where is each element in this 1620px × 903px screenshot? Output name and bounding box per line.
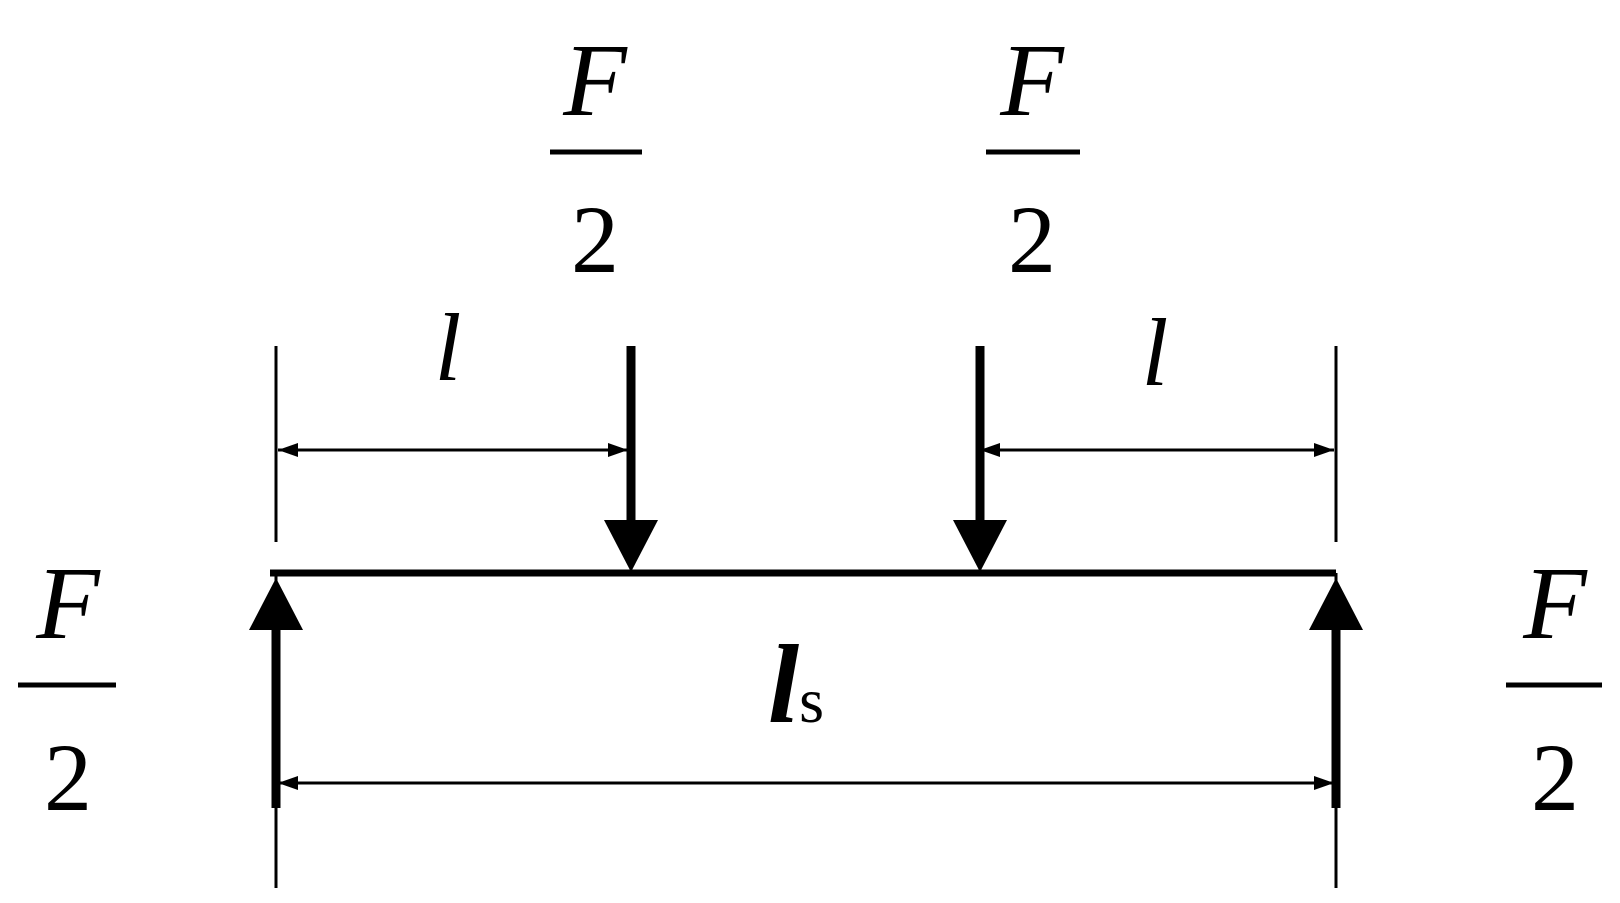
load-arrow-right [953, 346, 1007, 572]
load-numerator: F [999, 23, 1065, 138]
dimension-label-right-l: l [1142, 299, 1169, 406]
reaction-denominator: 2 [1531, 724, 1579, 831]
span-subscript: s [799, 665, 824, 736]
load-denominator: 2 [1008, 186, 1056, 293]
load-label-left-top: F 2 [550, 23, 642, 293]
load-numerator: F [562, 23, 628, 138]
reaction-numerator: F [35, 546, 101, 661]
reaction-label-right: F 2 [1506, 546, 1602, 831]
dimension-label-left-l: l [435, 294, 462, 401]
span-label: ls [768, 623, 824, 747]
reaction-numerator: F [1522, 546, 1588, 661]
load-label-right-top: F 2 [986, 23, 1080, 293]
reaction-arrow-left [249, 578, 303, 808]
load-denominator: 2 [571, 186, 619, 293]
reaction-label-left: F 2 [18, 546, 116, 831]
load-arrow-left [604, 346, 658, 572]
span-symbol: l [768, 623, 799, 747]
reaction-arrow-right [1309, 578, 1363, 808]
reaction-denominator: 2 [44, 724, 92, 831]
